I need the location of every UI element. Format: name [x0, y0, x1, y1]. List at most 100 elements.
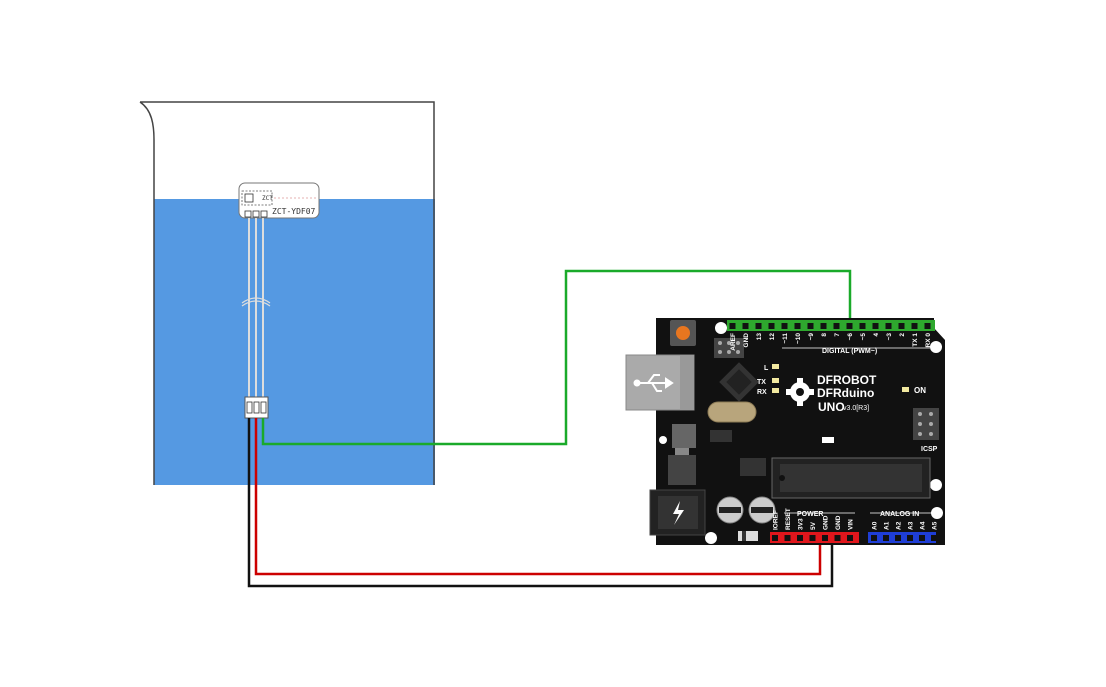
capacitor-block: [672, 424, 696, 448]
pin-label: 3V3: [798, 518, 805, 530]
header-pin: [742, 323, 749, 329]
svg-text:ZCT: ZCT: [262, 195, 273, 202]
pin-label: ~11: [782, 333, 789, 344]
pin-label: RX 0: [925, 333, 932, 348]
water-sensor: ZCT ZCT-YDF07: [238, 182, 320, 419]
analog-section-label: ANALOG IN: [880, 511, 919, 518]
pin-label: A5: [932, 521, 939, 530]
signal-wire: [261, 269, 852, 446]
led-l: [772, 364, 779, 369]
pin-label: A2: [896, 521, 903, 530]
header-pin: [820, 323, 827, 329]
board-model: UNO: [818, 400, 845, 414]
pin-label: ~3: [886, 333, 893, 341]
icsp-header-usb: [714, 338, 744, 358]
beaker-outline: [139, 101, 435, 485]
diode: [738, 531, 758, 541]
header-pin: [859, 323, 866, 329]
led-l-label: L: [764, 365, 769, 372]
header-pin: [834, 535, 841, 541]
header-pin: [885, 323, 892, 329]
header-pin: [871, 535, 877, 541]
digital-header: [727, 320, 935, 331]
water: [154, 199, 435, 485]
header-pin: [931, 535, 937, 541]
led-tx-label: TX: [757, 379, 766, 386]
lightning-icon: [673, 501, 684, 525]
mounting-hole: [659, 436, 667, 444]
header-pin: [911, 323, 918, 329]
header-pin: [847, 535, 853, 541]
pin-label: 4: [873, 333, 880, 337]
on-label: ON: [914, 386, 926, 395]
pin-label: 12: [769, 333, 776, 341]
board-name: DFRduino: [817, 386, 874, 400]
pin-label: 7: [834, 333, 841, 337]
pin-label: A0: [872, 521, 879, 530]
pin-label: ~5: [860, 333, 867, 341]
pin-label: VIN: [848, 519, 855, 530]
header-pin: [809, 535, 816, 541]
mounting-hole: [930, 341, 942, 353]
led-rx: [772, 388, 779, 393]
power-wire: [254, 418, 822, 576]
pin-label: AREF: [730, 333, 737, 351]
usb-connector: [625, 354, 695, 411]
header-pin: [895, 535, 901, 541]
led-on: [902, 387, 909, 392]
header-pin: [919, 535, 925, 541]
analog-pins: [871, 535, 937, 541]
pin-label: GND: [823, 515, 830, 530]
header-pin: [807, 323, 814, 329]
pin-label: ~9: [808, 333, 815, 341]
icsp-label: ICSP: [921, 446, 938, 453]
ic: [740, 458, 766, 476]
pin-label: IOREF: [773, 510, 780, 530]
pin-label: GND: [743, 333, 750, 348]
sensor-connector: [244, 396, 269, 419]
arduino-board: L TX RX DFROBOT DFRduino UNO v3.0[R3] ON: [625, 318, 945, 545]
pin-label: RESET: [785, 508, 792, 530]
reset-button-cap: [676, 326, 690, 340]
ic: [710, 430, 732, 442]
smd-component: [822, 437, 834, 443]
pin-label: 13: [756, 333, 763, 341]
power-pins: [772, 535, 853, 541]
sensor-cable: [241, 218, 271, 398]
mounting-hole: [930, 479, 942, 491]
led-tx: [772, 378, 779, 383]
header-pin: [883, 535, 889, 541]
led-rx-label: RX: [757, 389, 767, 396]
pin-label: A1: [884, 521, 891, 530]
mounting-hole: [931, 507, 943, 519]
wires: [247, 269, 852, 588]
icsp-header: [913, 408, 939, 440]
mounting-hole: [715, 322, 727, 334]
brand-text: DFROBOT: [817, 373, 877, 387]
digital-section-label: DIGITAL (PWM~): [822, 348, 877, 355]
crystal: [707, 401, 757, 423]
pin-label: GND: [835, 515, 842, 530]
header-pin: [924, 323, 931, 329]
usb-icon: [633, 374, 674, 392]
analog-header: [868, 532, 936, 543]
dc-power-jack: [649, 489, 706, 536]
pin-label: 2: [899, 333, 906, 337]
voltage-regulator: [668, 455, 696, 485]
header-pin: [794, 323, 801, 329]
header-pin: [772, 535, 778, 541]
pin-label: ~10: [795, 333, 802, 344]
pin-label: A3: [908, 521, 915, 530]
header-pin: [898, 323, 905, 329]
ground-wire: [247, 418, 834, 588]
beaker: [139, 101, 435, 485]
header-pin: [833, 323, 840, 329]
header-pin: [755, 323, 762, 329]
pin-label: ~6: [847, 333, 854, 341]
power-section-label: POWER: [797, 511, 823, 518]
pin-label: 8: [821, 333, 828, 337]
mounting-hole: [705, 532, 717, 544]
